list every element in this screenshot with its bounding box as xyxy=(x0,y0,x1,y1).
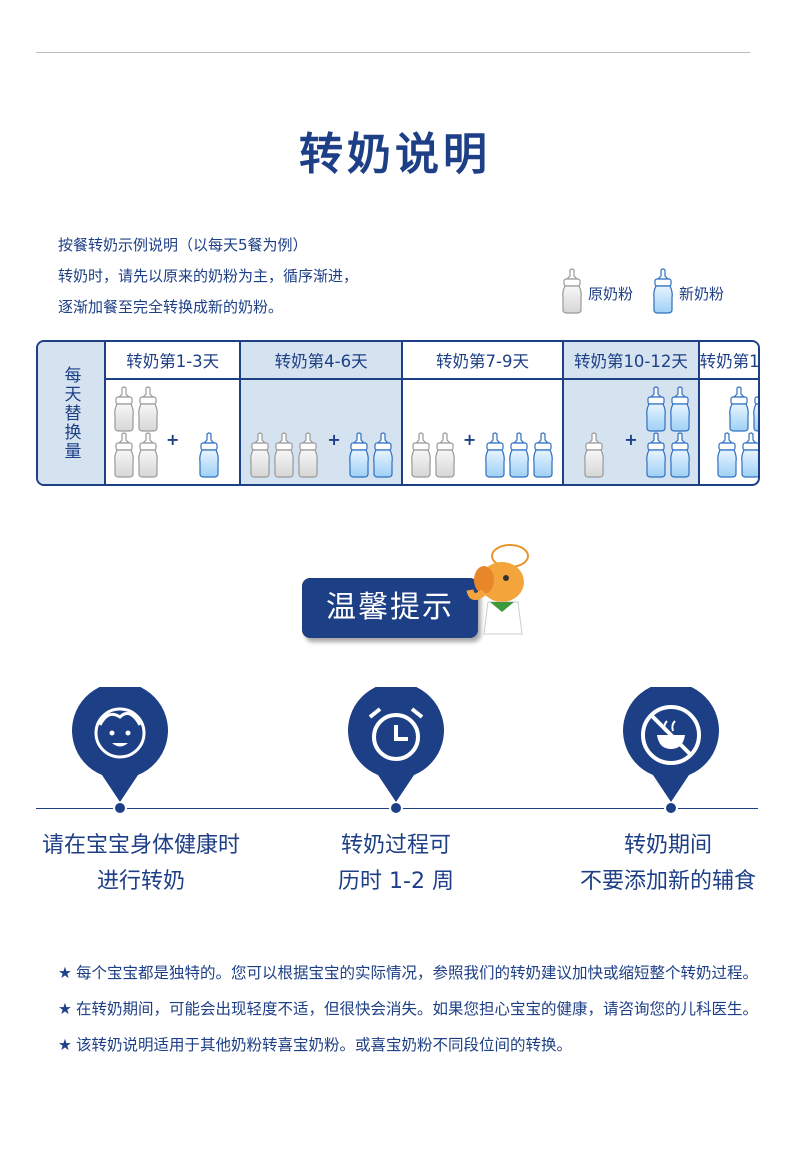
timeline-dot xyxy=(115,803,125,813)
new-formula-bottle-icon xyxy=(348,432,369,478)
new-formula-bottle-icon xyxy=(645,386,666,432)
column-bottles: + xyxy=(106,380,239,484)
old-bottle-group xyxy=(568,432,620,478)
timeline-dot xyxy=(391,803,401,813)
plus-sign: + xyxy=(462,429,477,449)
switch-schedule-table: 每天替换量 转奶第1-3天 + 转奶第4-6天 + 转奶第7-9天 + 转奶第10-12天 +… xyxy=(36,340,760,486)
note-text: 在转奶期间，可能会出现轻度不适，但很快会消失。如果您担心宝宝的健康，请咨询您的儿… xyxy=(76,1000,759,1018)
old-formula-bottle-icon xyxy=(114,432,134,478)
old-formula-bottle-icon xyxy=(138,432,158,478)
intro-text: 按餐转奶示例说明（以每天5餐为例） 转奶时，请先以原来的奶粉为主，循序渐进， 逐… xyxy=(58,230,358,323)
new-formula-bottle-icon xyxy=(645,432,666,478)
schedule-column: 转奶第1-3天 + xyxy=(106,342,242,484)
tip-line: 进行转奶 xyxy=(96,869,185,894)
new-formula-bottle-icon xyxy=(653,268,673,314)
alarm-clock-icon xyxy=(348,687,444,802)
new-formula-bottle-icon xyxy=(485,432,506,478)
column-bottles: + xyxy=(241,380,400,484)
timeline-dot xyxy=(666,803,676,813)
new-bottle-group xyxy=(345,432,397,478)
note-item: ★在转奶期间，可能会出现轻度不适，但很快会消失。如果您担心宝宝的健康，请咨询您的… xyxy=(58,991,758,1027)
old-bottle-icon xyxy=(560,268,584,318)
legend-old-label: 原奶粉 xyxy=(588,284,634,303)
tips-banner: 温馨提示 xyxy=(302,578,478,638)
plus-sign: + xyxy=(166,429,180,449)
new-formula-bottle-icon xyxy=(669,432,690,478)
star-icon: ★ xyxy=(58,1000,72,1018)
new-formula-bottle-icon xyxy=(509,432,530,478)
new-formula-bottle-icon xyxy=(669,386,690,432)
note-text: 每个宝宝都是独特的。您可以根据宝宝的实际情况，参照我们的转奶建议加快或缩短整个转… xyxy=(76,964,759,982)
baby-face-icon xyxy=(72,687,168,802)
new-bottle-group xyxy=(642,386,694,478)
legend-new-label: 新奶粉 xyxy=(679,284,725,303)
new-bottle-group xyxy=(712,386,758,478)
tip-line: 转奶期间 xyxy=(623,833,712,858)
schedule-column: 转奶第4-6天 + xyxy=(241,342,403,484)
new-formula-bottle-icon xyxy=(717,432,738,478)
new-formula-bottle-icon xyxy=(741,432,758,478)
schedule-column: 转奶第10-12天 + xyxy=(564,342,700,484)
intro-line: 转奶时，请先以原来的奶粉为主，循序渐进， xyxy=(58,267,359,285)
new-bottle-icon xyxy=(651,268,675,318)
new-formula-bottle-icon xyxy=(199,432,220,478)
legend: 原奶粉 新奶粉 xyxy=(560,268,738,318)
no-food-icon xyxy=(623,687,719,802)
star-icon: ★ xyxy=(58,1036,72,1054)
tip-caption: 请在宝宝身体健康时 进行转奶 xyxy=(1,828,281,900)
row-label: 每天替换量 xyxy=(38,342,106,484)
new-bottle-group xyxy=(183,432,235,478)
old-formula-bottle-icon xyxy=(298,432,319,478)
column-bottles xyxy=(700,380,758,484)
tip-line: 历时 1-2 周 xyxy=(338,869,454,894)
schedule-column: 转奶第13天后 xyxy=(699,342,758,484)
old-formula-bottle-icon xyxy=(410,432,431,478)
tip-line: 转奶过程可 xyxy=(340,833,451,858)
old-bottle-group xyxy=(407,432,459,478)
old-formula-bottle-icon xyxy=(250,432,271,478)
tip-line: 请在宝宝身体健康时 xyxy=(41,833,240,858)
new-bottle-group xyxy=(480,432,558,478)
new-formula-bottle-icon xyxy=(753,396,758,432)
top-divider xyxy=(36,52,750,53)
plus-sign: + xyxy=(624,429,638,449)
intro-line: 逐渐加餐至完全转换成新的奶粉。 xyxy=(58,298,284,316)
old-bottle-group xyxy=(245,432,323,478)
old-formula-bottle-icon xyxy=(138,386,158,432)
column-bottles: + xyxy=(564,380,697,484)
note-item: ★每个宝宝都是独特的。您可以根据宝宝的实际情况，参照我们的转奶建议加快或缩短整个… xyxy=(58,955,758,991)
column-header: 转奶第10-12天 xyxy=(564,342,698,380)
elephant-chef-mascot-icon xyxy=(466,544,529,635)
schedule-column: 转奶第7-9天 + xyxy=(402,342,565,484)
old-formula-bottle-icon xyxy=(274,432,295,478)
tip-line: 不要添加新的辅食 xyxy=(579,869,756,894)
old-formula-bottle-icon xyxy=(114,386,134,432)
tip-caption: 转奶期间 不要添加新的辅食 xyxy=(528,828,790,900)
tip-caption: 转奶过程可 历时 1-2 周 xyxy=(256,828,536,900)
plus-sign: + xyxy=(327,429,341,449)
column-header: 转奶第1-3天 xyxy=(106,342,240,380)
new-formula-bottle-icon xyxy=(533,432,554,478)
page-title: 转奶说明 xyxy=(299,129,491,180)
old-formula-bottle-icon xyxy=(562,268,582,314)
new-formula-bottle-icon xyxy=(729,386,750,432)
column-bottles: + xyxy=(403,380,562,484)
old-bottle-group xyxy=(110,386,162,478)
column-header: 转奶第4-6天 xyxy=(241,342,401,380)
note-item: ★该转奶说明适用于其他奶粉转喜宝奶粉。或喜宝奶粉不同段位间的转换。 xyxy=(58,1027,758,1063)
star-icon: ★ xyxy=(58,964,72,982)
column-header: 转奶第7-9天 xyxy=(402,342,563,380)
notes-list: ★每个宝宝都是独特的。您可以根据宝宝的实际情况，参照我们的转奶建议加快或缩短整个… xyxy=(58,955,758,1063)
column-header: 转奶第13天后 xyxy=(699,342,758,380)
new-formula-bottle-icon xyxy=(372,432,393,478)
intro-line: 按餐转奶示例说明（以每天5餐为例） xyxy=(58,236,308,254)
old-formula-bottle-icon xyxy=(434,432,455,478)
note-text: 该转奶说明适用于其他奶粉转喜宝奶粉。或喜宝奶粉不同段位间的转换。 xyxy=(76,1036,573,1054)
old-formula-bottle-icon xyxy=(584,432,605,478)
